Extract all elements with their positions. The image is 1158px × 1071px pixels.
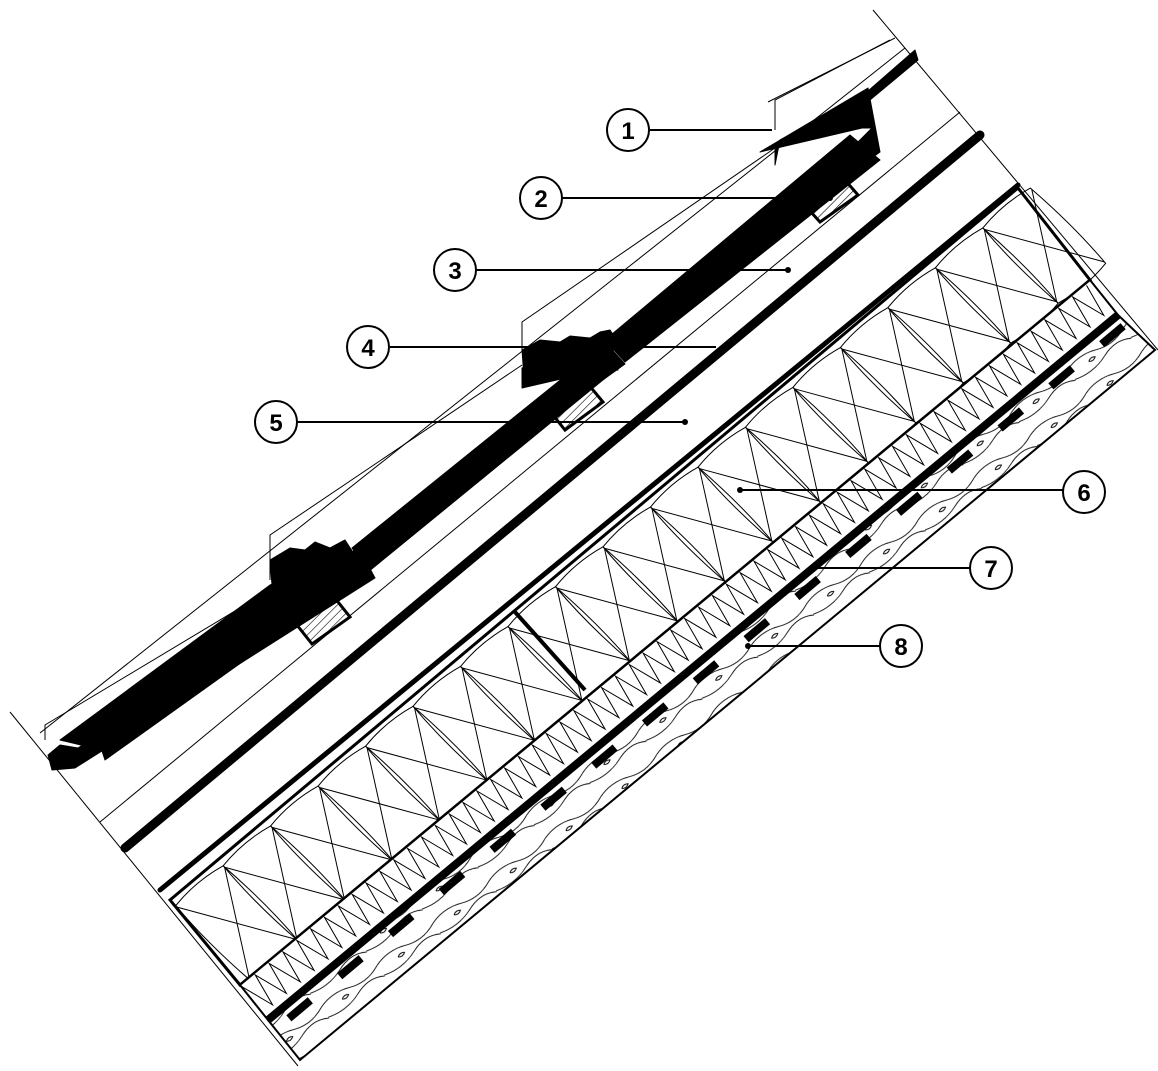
deck-fastener	[438, 870, 466, 896]
deck-fastener	[489, 828, 517, 853]
tile-body-3	[99, 549, 369, 761]
roof-lines	[120, 130, 1021, 893]
insulation-cell-diagonal	[936, 269, 963, 382]
deck-fastener	[743, 618, 771, 643]
insulation-cell-diagonal	[746, 428, 773, 542]
deck-fastener	[1048, 365, 1075, 390]
deck-fastener	[641, 702, 669, 727]
deck-fastener	[692, 660, 720, 685]
tile-upper	[521, 87, 881, 384]
callout-8: 8	[745, 624, 923, 668]
deck-fastener	[540, 786, 567, 811]
insulation-cell-diagonal	[461, 667, 488, 781]
deck-fastener	[591, 744, 618, 769]
callouts: 1 2 3 4 5 6	[254, 108, 1106, 668]
deck-fastener	[1099, 323, 1126, 348]
callout-3: 3	[433, 248, 791, 292]
insulation-cell-diagonal	[651, 508, 678, 621]
insulation-cell-diagonal	[888, 308, 915, 422]
deck-fastener	[286, 997, 313, 1022]
callout-1-label: 1	[621, 118, 634, 145]
deck-fastener	[387, 913, 415, 938]
insulation-cell-diagonal	[983, 229, 1010, 342]
cut-lines	[9, 9, 1158, 1067]
insulation-cell	[982, 187, 1107, 304]
insulation-cell-diagonal	[414, 707, 440, 821]
callout-7: 7	[810, 546, 1013, 590]
callout-1: 1	[606, 108, 772, 152]
insulation-cell-diagonal	[841, 348, 868, 462]
insulation-cell-diagonal	[319, 787, 345, 900]
deck-fastener	[946, 449, 974, 474]
deck-fastener	[997, 407, 1025, 432]
insulation-joint	[513, 610, 587, 692]
callout-5: 5	[254, 400, 688, 444]
deck-fastener	[337, 955, 364, 980]
callout-4-label: 4	[361, 335, 375, 362]
membrane-line	[157, 182, 1021, 893]
callout-7-label: 7	[984, 556, 997, 583]
insulation-cell-diagonal	[508, 627, 535, 741]
insulation-cell-diagonal	[366, 747, 393, 861]
insulation-cell-diagonal	[603, 548, 630, 661]
callout-6-label: 6	[1077, 480, 1090, 507]
callout-8-label: 8	[894, 634, 907, 661]
batten-3	[290, 589, 353, 647]
callout-6: 6	[737, 470, 1106, 514]
callout-2-label: 2	[534, 186, 547, 213]
deck-fastener	[895, 491, 923, 516]
callout-4: 4	[346, 325, 716, 369]
callout-2: 2	[519, 176, 833, 220]
deck-fastener	[794, 575, 821, 601]
timber-deck	[265, 311, 1157, 1062]
insulation-cell-diagonal	[271, 827, 298, 940]
insulation-cell-diagonal	[1031, 189, 1058, 302]
callout-3-label: 3	[448, 258, 461, 285]
deck-fastener	[845, 533, 872, 558]
insulation-cell-diagonal	[698, 468, 725, 581]
insulation-cell-diagonal	[793, 388, 820, 502]
insulation-cell-diagonal	[224, 867, 251, 980]
callout-5-label: 5	[269, 410, 282, 437]
counter-batten-line	[120, 130, 985, 853]
